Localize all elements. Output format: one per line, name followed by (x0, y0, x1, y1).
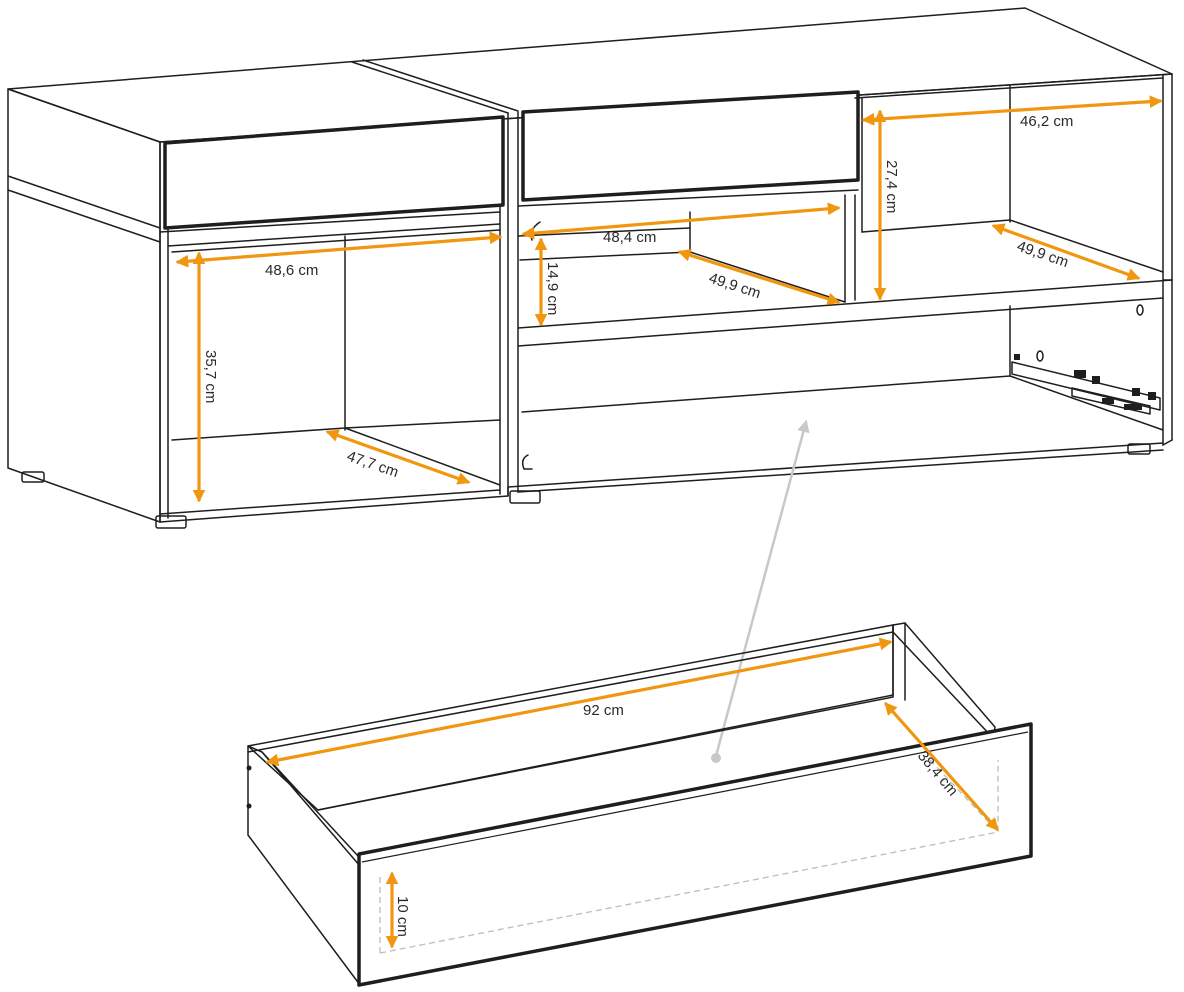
cabinet-top-seam (351, 61, 509, 114)
drawer-width-label: 92 cm (583, 702, 624, 719)
cabinet-left-end-panel (7, 88, 161, 523)
center-width-label: 48,4 cm (603, 229, 656, 246)
center-depth-arrow (677, 248, 841, 306)
right-width-arrow (861, 95, 1163, 126)
right-height-label: 27,4 cm (883, 160, 900, 213)
foot-right (1127, 443, 1151, 455)
drawer-front-panel (357, 722, 1033, 987)
drawer-height-label: 10 cm (394, 896, 411, 937)
drawer-right-side-panel (892, 622, 996, 739)
left-depth-arrow (325, 429, 471, 485)
left-width-arrow (175, 231, 503, 268)
left-height-label: 35,7 cm (202, 350, 219, 403)
drawer-left-side-panel (247, 745, 361, 986)
foot-left-back (21, 471, 45, 483)
center-shelf-top (517, 279, 1173, 329)
drawer-depth-arrow (884, 702, 999, 831)
cabinet (7, 7, 1173, 529)
drawer: 92 cm 38,4 cm 10 cm (246, 622, 1033, 987)
pointer-dot (711, 753, 721, 763)
left-drawer-front (163, 115, 505, 230)
drawer-width-arrow (265, 637, 893, 767)
right-width-label: 46,2 cm (1020, 113, 1073, 130)
drawer-runner-hardware (1011, 304, 1161, 415)
left-width-label: 48,6 cm (265, 262, 318, 279)
center-height-label: 14,9 cm (544, 262, 561, 315)
center-width-arrow (521, 202, 841, 240)
foot-left-front (155, 515, 187, 529)
left-depth-label: 47,7 cm (345, 448, 401, 481)
foot-center (509, 490, 541, 504)
right-depth-arrow (991, 223, 1141, 281)
center-drawer-front (521, 90, 860, 202)
